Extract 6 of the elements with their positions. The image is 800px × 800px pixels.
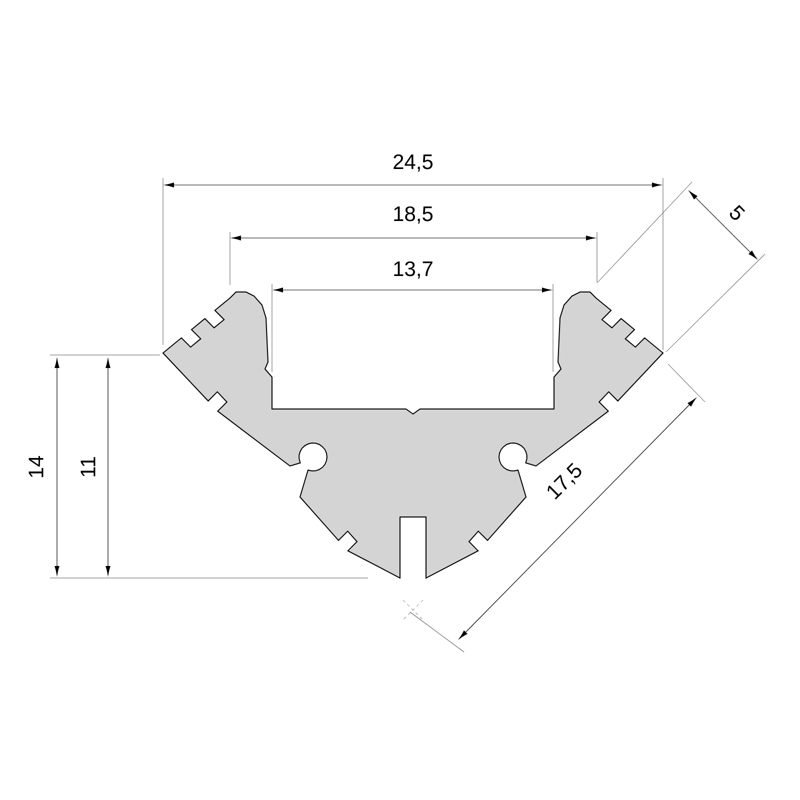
dimension-label: 24,5 (394, 154, 433, 172)
dimension-label: 5 (730, 204, 746, 220)
dimension-label: 13,7 (394, 261, 432, 279)
dimension-label: 18,5 (394, 206, 433, 224)
dimension-label: 11 (80, 457, 96, 476)
dimension-label: 14 (28, 456, 44, 478)
